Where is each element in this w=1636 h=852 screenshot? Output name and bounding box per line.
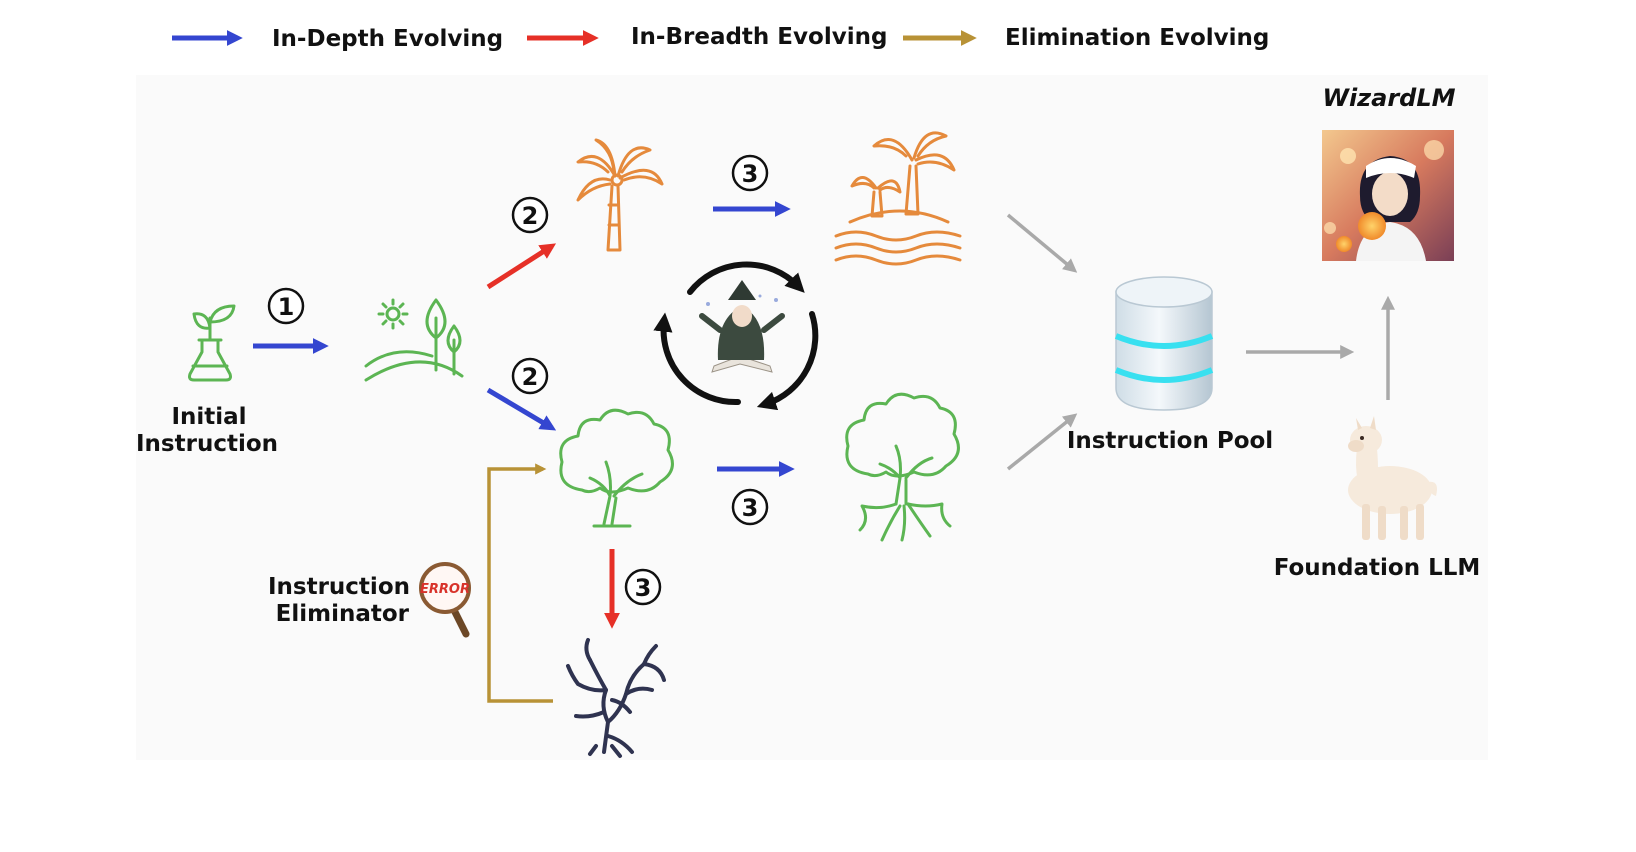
legend-item-breadth: In-Breadth Evolving [527,24,887,50]
step-number: 2 [522,363,539,391]
landscape-sun-icon [364,298,464,382]
step-badge-2-bottom: 2 [511,357,549,395]
arrow-island-to-pool [1006,213,1078,273]
diagram-panel [136,75,1488,760]
rooted-tree-icon [845,392,960,542]
legend-label-depth: In-Depth Evolving [272,26,503,52]
legend-label-breadth: In-Breadth Evolving [631,24,887,50]
step-badge-2-top: 2 [511,196,549,234]
initial-instruction-label-line1: Initial [171,404,246,430]
step-number: 3 [742,160,759,188]
database-icon [1114,276,1214,411]
arrow-step2-depth [486,387,557,431]
arrow-tree-to-pool [1006,413,1078,471]
instruction-pool-label: Instruction Pool [1067,428,1273,454]
eliminator-label-line1: Instruction [268,574,410,600]
step-badge-1: 1 [267,287,305,325]
wizard-avatar-icon [699,280,785,373]
step-badge-3-top: 3 [731,154,769,192]
wizardlm-portrait-icon [1322,130,1454,261]
legend: In-Depth Evolving In-Breadth Evolving El… [172,24,1269,52]
legend-label-elimination: Elimination Evolving [1005,25,1269,51]
dead-tree-icon [566,638,666,758]
cycle-arrows-icon [653,261,819,411]
error-badge-text: ERROR [420,582,470,597]
step-badge-3-mid: 3 [731,488,769,526]
eliminator-label-line2: Eliminator [276,601,410,627]
palm-tree-icon [576,138,664,252]
sprout-flask-icon [188,304,236,382]
wizardlm-title: WizardLM [1322,84,1455,112]
foundation-llm-label: Foundation LLM [1274,555,1481,581]
alpaca-icon [1348,416,1437,540]
tree-icon [559,408,674,528]
step-number: 3 [635,574,652,602]
initial-instruction-label-line2: Instruction [136,431,278,457]
arrow-step2-breadth [486,243,557,290]
island-icon [834,131,962,266]
step-number: 3 [742,494,759,522]
legend-item-depth: In-Depth Evolving [172,26,503,52]
step-number: 2 [522,202,539,230]
magnifier-error-icon: ERROR [419,562,471,638]
arrow-elimination-loop [487,463,553,703]
legend-item-elimination: Elimination Evolving [903,25,1269,51]
step-badge-3-down: 3 [624,568,662,606]
step-number: 1 [278,293,295,321]
